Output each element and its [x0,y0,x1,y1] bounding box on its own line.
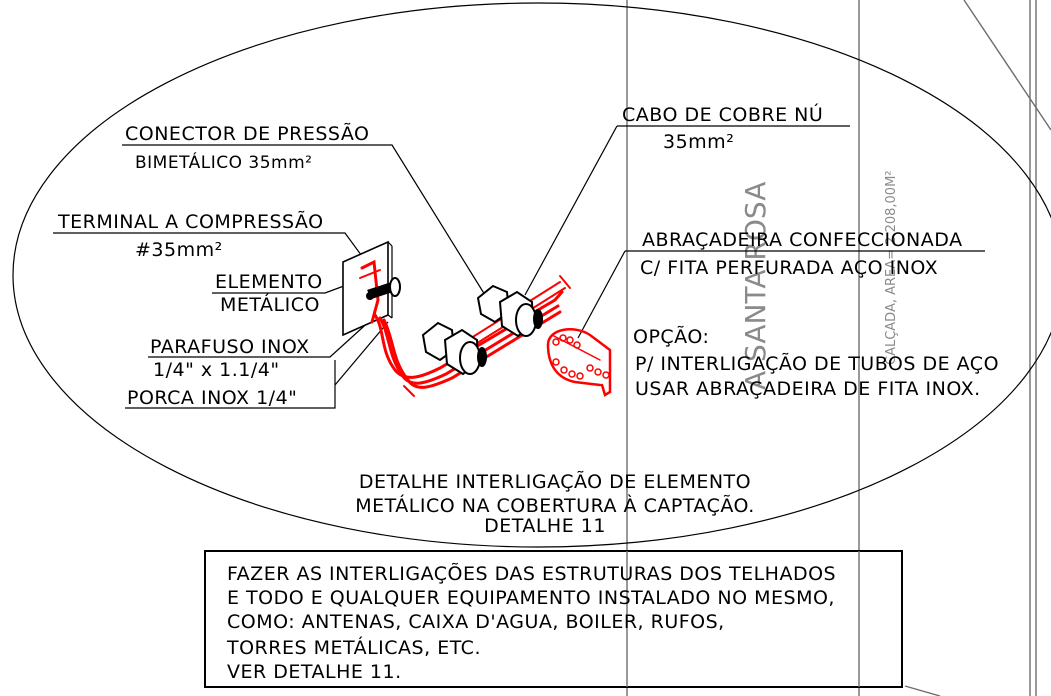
compression-terminal [359,259,401,324]
label-terminal-line1: TERMINAL A COMPRESSÃO [57,210,324,233]
detail-ellipse [12,2,1051,548]
street-name-watermark: A SANTA ROSA [739,182,772,390]
calcada-area-watermark: CALÇADA, AREA= 2.208,00M² [884,171,899,366]
label-parafuso-line3: PORCA INOX 1/4" [127,387,297,409]
label-conector-line2: BIMETÁLICO 35mm² [135,151,313,173]
label-conector-line1: CONECTOR DE PRESSÃO [125,122,369,145]
label-opcao-line2: P/ INTERLIGAÇÃO DE TUBOS DE AÇO [635,352,999,375]
perforated-strap-clamp [546,328,612,397]
caption-line2: METÁLICO NA COBERTURA À CAPTAÇÃO. [355,494,755,517]
note-line3: COMO: ANTENAS, CAIXA D'AGUA, BOILER, RUF… [227,611,725,633]
note-line5: VER DETALHE 11. [227,661,402,683]
caption-line1: DETALHE INTERLIGAÇÃO DE ELEMENTO [359,470,751,493]
label-abracadeira-line2: C/ FITA PERFURADA AÇO INOX [640,257,938,279]
note-line2: E TODO E QUALQUER EQUIPAMENTO INSTALADO … [227,587,835,609]
label-parafuso-line2: 1/4" x 1.1/4" [153,359,280,381]
label-cabo-line2: 35mm² [663,131,734,153]
label-cabo-line1: CABO DE COBRE NÚ [622,102,823,126]
label-opcao-line1: OPÇÃO: [633,325,709,348]
label-parafuso-line1: PARAFUSO INOX [150,336,310,358]
label-abracadeira-line1: ABRAÇADEIRA CONFECCIONADA [642,229,963,251]
note-box [204,550,903,688]
pressure-connector-left [421,321,487,376]
metallic-element-plate [342,240,393,337]
label-terminal-line2: #35mm² [135,239,223,261]
label-opcao-line3: USAR ABRAÇADEIRA DE FITA INOX. [635,378,981,400]
note-line1: FAZER AS INTERLIGAÇÕES DAS ESTRUTURAS DO… [227,562,836,585]
note-line4: TORRES METÁLICAS, ETC. [226,636,481,659]
caption-line3: DETALHE 11 [484,515,606,537]
label-elemento-line2: METÁLICO [220,293,320,316]
pressure-connector-right [476,284,543,338]
label-elemento-line1: ELEMENTO [215,271,323,293]
